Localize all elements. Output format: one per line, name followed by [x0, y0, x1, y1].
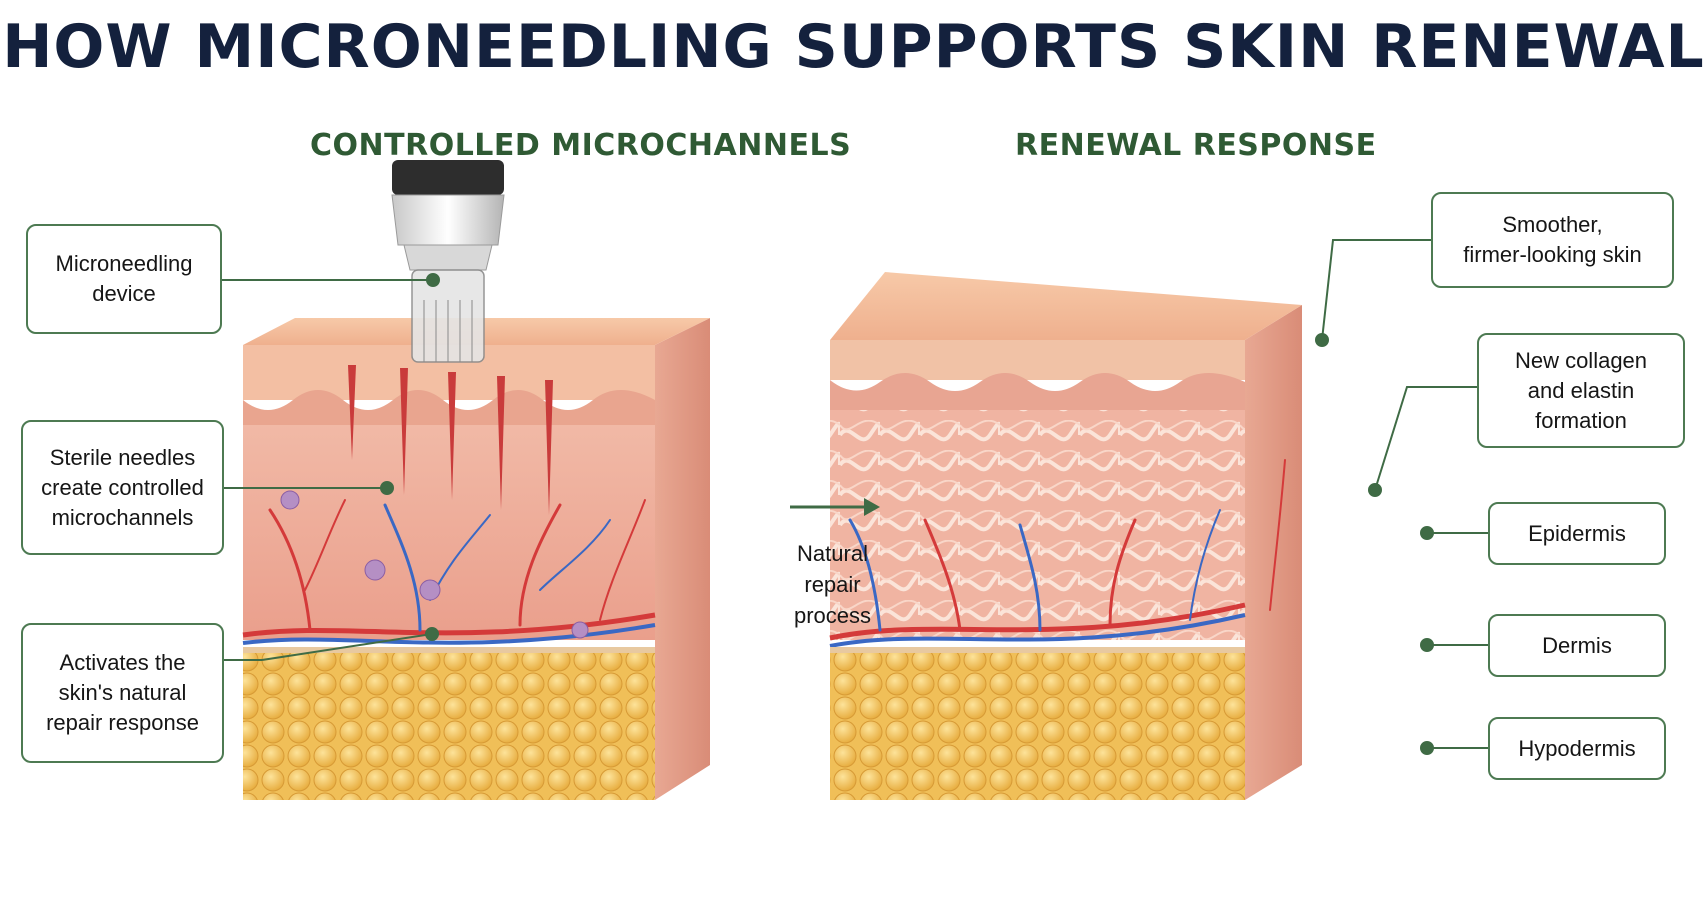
- right-panel-title: RENEWAL RESPONSE: [1015, 128, 1377, 163]
- fibroblast-cells: [280, 490, 589, 639]
- transition-arrow: [790, 498, 880, 516]
- callout-repair-response: Activates the skin's natural repair resp…: [21, 623, 224, 763]
- microchannels: [348, 365, 553, 515]
- callout-connectors: [222, 239, 1488, 755]
- right-blood-vessels: [848, 459, 1286, 632]
- label-dermis: Dermis: [1488, 614, 1666, 677]
- left-panel-title: CONTROLLED MICROCHANNELS: [310, 128, 852, 163]
- transition-label: Natural repair process: [793, 541, 872, 628]
- callout-smoother-skin: Smoother, firmer-looking skin: [1431, 192, 1674, 288]
- label-hypodermis: Hypodermis: [1488, 717, 1666, 780]
- left-skin-block: [242, 318, 710, 800]
- label-epidermis: Epidermis: [1488, 502, 1666, 565]
- right-skin-block: [829, 272, 1302, 800]
- callout-sterile-needles: Sterile needles create controlled microc…: [21, 420, 224, 555]
- page-title: HOW MICRONEEDLING SUPPORTS SKIN RENEWAL: [2, 12, 1705, 82]
- callout-collagen-elastin: New collagen and elastin formation: [1477, 333, 1685, 448]
- microneedling-device: [391, 160, 505, 363]
- callout-microneedling-device: Microneedling device: [26, 224, 222, 334]
